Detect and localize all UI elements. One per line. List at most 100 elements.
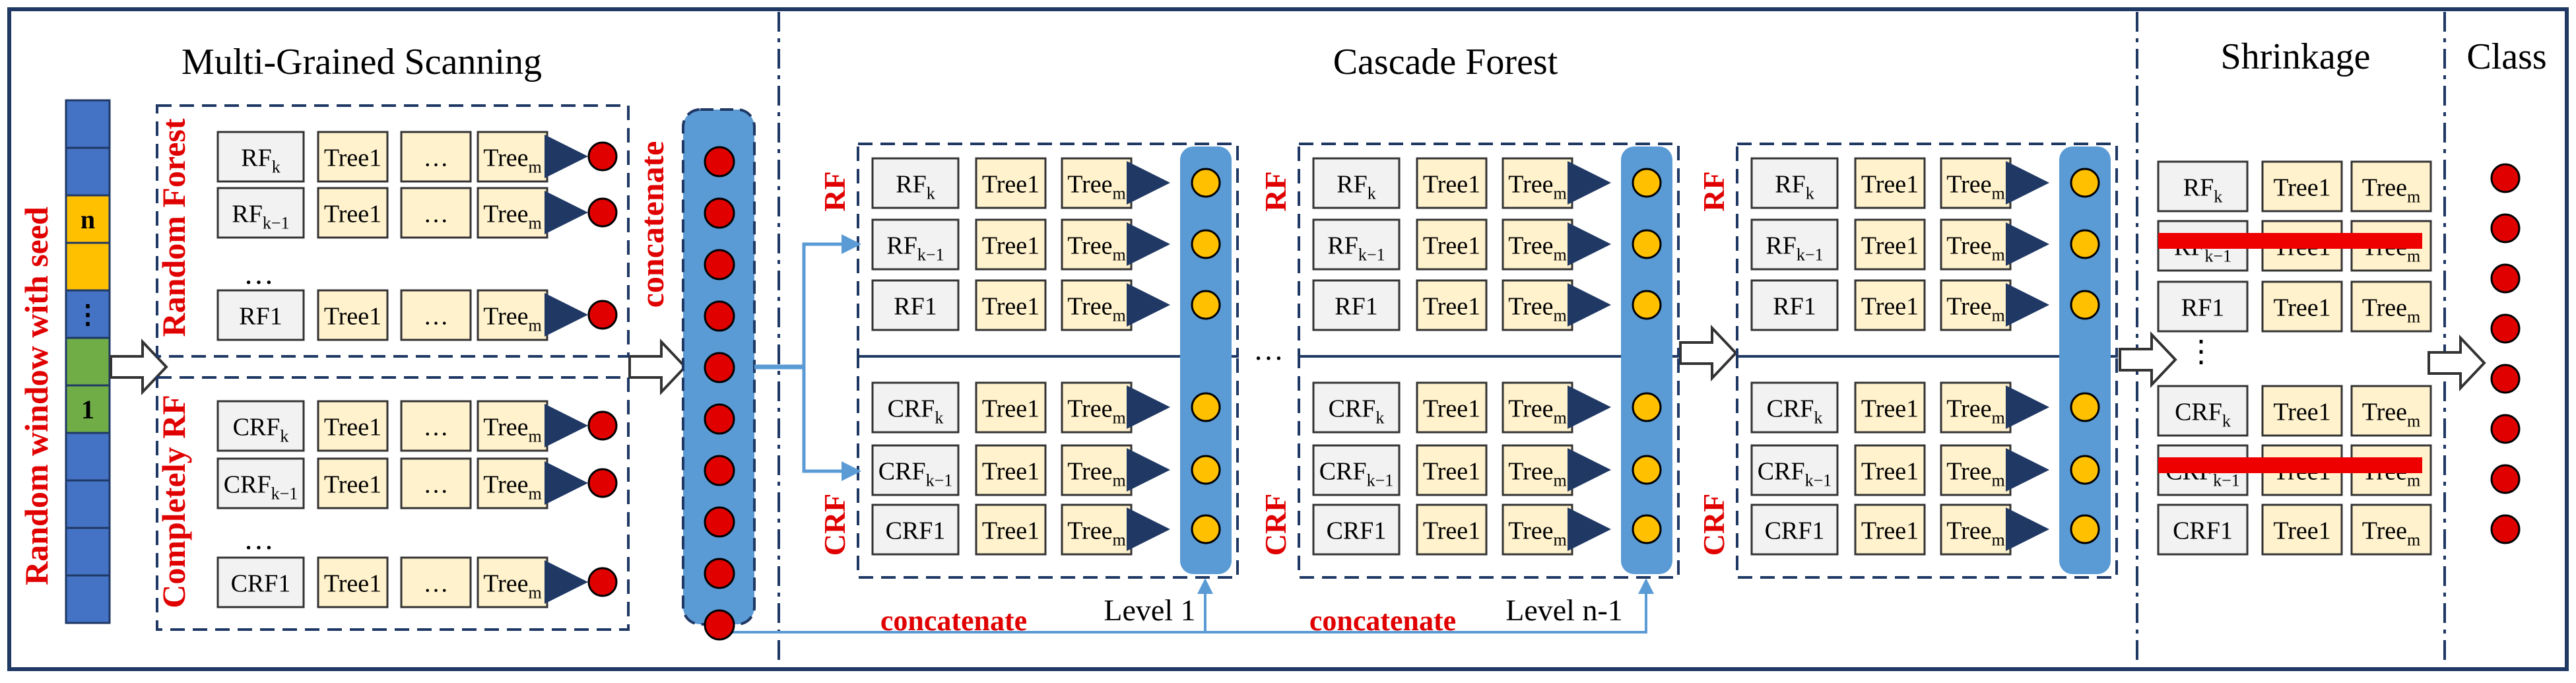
treem-box [2350,160,2432,212]
cascade-forest-box [1750,381,1839,434]
tree-dots-box [400,400,472,452]
cascade-forest-box [1312,157,1401,209]
mgs-red-dot [587,300,618,330]
tree1-box [1854,504,1926,556]
tree1-box-label: Tree1 [982,458,1040,486]
treem-box [477,289,548,341]
cascade-forest-box [1312,218,1401,271]
input-cell [65,527,111,577]
tree1-box [975,444,1047,496]
treem-box-label: Treem [483,201,542,233]
concat-red-dot [704,300,735,332]
mgs-forest-box [216,131,305,183]
tree1-box-label: Tree1 [324,145,381,172]
tree-dots-box [400,457,472,509]
input-cell [65,479,111,529]
input-cell [65,289,111,339]
feedback-line-leveln1 [1205,578,1654,634]
tree1-box-label: Tree1 [1861,293,1919,321]
big-arrow-shrinkage [2119,331,2177,389]
cascade-yellow-dot [2070,290,2100,320]
shrink-forest-box-label: CRFk [2175,399,2231,431]
tree1-box [1416,381,1488,434]
leveln-concat-bar [2059,146,2111,574]
mgs-forest-box [216,400,305,452]
cascade-yellow-dot [2070,392,2100,422]
class-red-dot [2490,464,2521,494]
mgs-forest-box [216,556,305,608]
mgs-red-dot [587,197,618,228]
input-cell [65,99,111,149]
dots-layer [587,141,2521,641]
leveln1-crf-label: CRF [1259,494,1292,556]
level1-rf-label: RF [818,171,851,211]
cascade-forest-box-label: CRF1 [1327,517,1387,545]
input-vector: n ⋮ 1 [65,99,111,624]
leveln-rf-box [1736,143,2118,358]
levels-ellipsis: … [1253,333,1284,366]
tree1-box [1416,279,1488,331]
cascade-forest-box [871,504,960,556]
cascade-yellow-dot [1191,290,1221,320]
mgs-forest-box-label: CRFk [233,414,289,446]
cascade-forest-box-label: RFk−1 [1327,232,1385,265]
concat-red-dot [704,609,735,641]
treem-box [1502,444,1573,496]
concatenate-vertical-label: concatenate [634,141,671,308]
treem-box [1502,279,1573,331]
class-red-dot [2490,213,2521,244]
input-cell-label: ⋮ [75,300,101,329]
tree-dots-box-label: … [424,303,449,331]
tree1-box-label: Tree1 [1423,517,1480,545]
treem-box [1940,504,2012,556]
tree1-box-label: Tree1 [1423,458,1480,486]
tree1-box [1854,218,1926,271]
tree1-box-label: Tree1 [982,171,1040,199]
treem-box [1940,157,2012,209]
treem-box [1502,157,1573,209]
treem-box-label: Treem [1946,293,2005,325]
cascade-forest-box [1312,504,1401,556]
tree1-box-label: Tree1 [2273,517,2330,545]
treem-box [1061,381,1133,434]
input-cell-label: 1 [81,395,94,424]
tree1-box [317,457,389,509]
cascade-forest-box [1750,157,1839,209]
class-red-dot [2490,163,2521,193]
random-window-label: Random window with seed [18,207,55,585]
random-forest-label: Random Forest [155,118,192,337]
tree1-box-label: Tree1 [982,232,1040,260]
cascade-yellow-dot [1191,455,1221,485]
leveln1-crf-box [1298,355,1680,579]
cascade-forest-box [871,218,960,271]
treem-box-label: Treem [1508,171,1567,203]
cascade-forest-box-label: RF1 [894,293,937,321]
big-arrow-cascade [1679,324,1738,382]
cascade-yellow-dot [1632,229,1662,259]
mgs-forest-box-label: RF1 [239,303,282,331]
cascade-forest-box-label: CRFk [1767,395,1823,428]
mgs-forest-box [216,187,305,239]
tree1-box [975,504,1047,556]
class-red-dot [2490,313,2521,344]
tree1-box [975,279,1047,331]
tree1-box [2261,160,2343,212]
tree1-box-label: Tree1 [1861,395,1919,423]
tree1-box [317,289,389,341]
mgs-red-dot [587,468,618,498]
tree1-box-label: Tree1 [324,201,381,228]
tree1-box [1416,218,1488,271]
mgs-red-dot [587,410,618,441]
input-cell [65,337,111,387]
tree-dots-box-label: … [424,570,449,598]
input-cell-label: n [81,205,95,234]
class-red-dot [2490,263,2521,294]
tree-dots-box [400,289,472,341]
cascade-yellow-dot [2070,229,2100,259]
tree1-box-label: Tree1 [2273,294,2330,322]
tree1-box-label: Tree1 [324,570,381,598]
treem-box [477,187,548,239]
cascade-forest-box [871,279,960,331]
cascade-forest-box-label: CRF1 [886,517,946,545]
